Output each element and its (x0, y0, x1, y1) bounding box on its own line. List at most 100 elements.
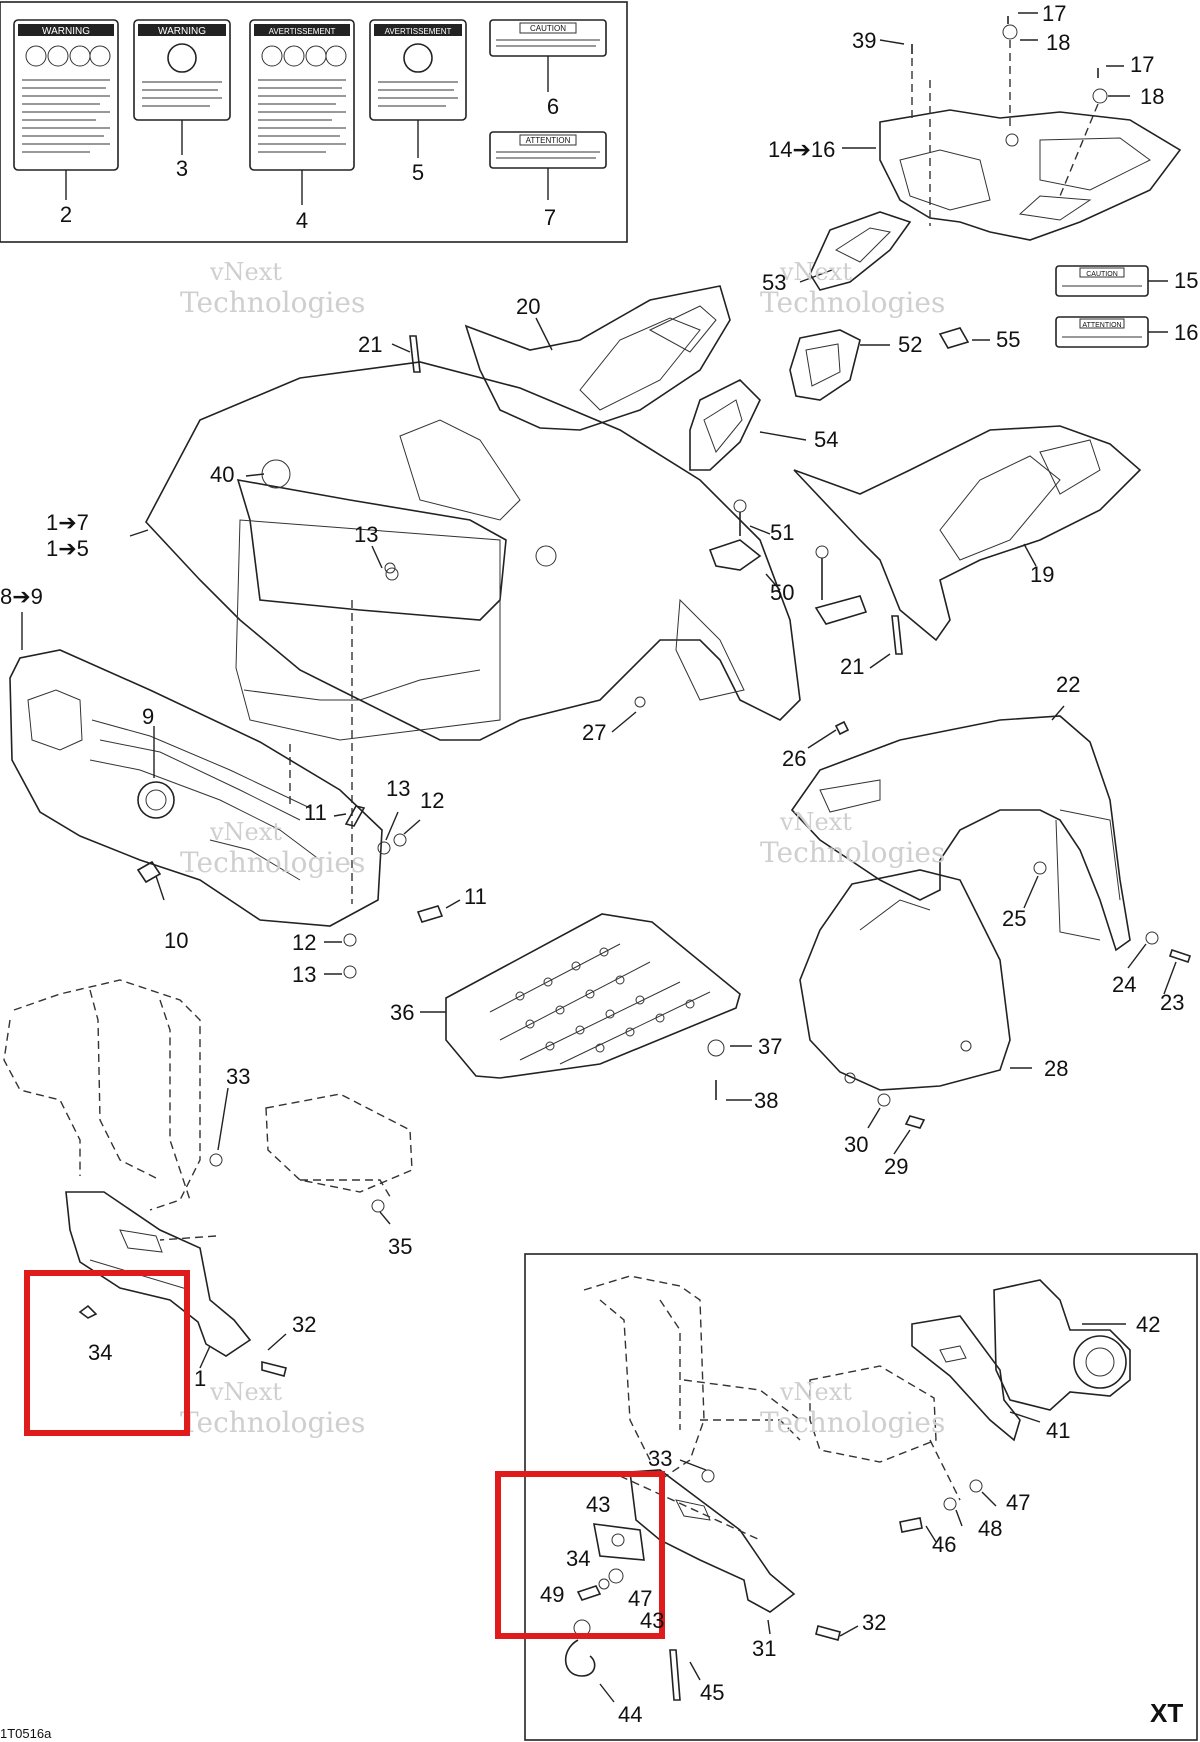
decal-6: CAUTION (489, 19, 607, 57)
callout: 33 (226, 1064, 250, 1089)
skid-plate-part (445, 913, 741, 1079)
callout: 33 (648, 1446, 672, 1471)
svg-text:vNext: vNext (779, 808, 852, 836)
callout: 13 (354, 522, 378, 547)
callout: 28 (1044, 1056, 1068, 1081)
front-body-part (145, 361, 801, 741)
callout: 32 (292, 1312, 316, 1337)
callout: 49 (540, 1582, 564, 1607)
svg-text:Technologies: Technologies (760, 836, 945, 869)
svg-text:Technologies: Technologies (180, 846, 365, 879)
callout: 1➔7 (46, 510, 89, 535)
callout: 19 (1030, 562, 1054, 587)
decal-5-heading: AVERTISSEMENT (385, 27, 452, 36)
xt-panel (524, 1253, 1198, 1741)
decal-3: WARNING (133, 19, 231, 121)
callout: 12 (420, 788, 444, 813)
callout: 29 (884, 1154, 908, 1179)
callout: 15 (1174, 268, 1198, 293)
callout: 4 (296, 208, 308, 233)
decal-15: CAUTION (1055, 265, 1168, 297)
callout: 48 (978, 1516, 1002, 1541)
front-bumper-part (9, 649, 383, 927)
decal-4: AVERTISSEMENT (249, 19, 355, 171)
callout: 22 (1056, 672, 1080, 697)
callout: 8➔9 (0, 584, 43, 609)
callout: 35 (388, 1234, 412, 1259)
callout: 25 (1002, 906, 1026, 931)
decal-5: AVERTISSEMENT (369, 19, 467, 121)
decal-3-heading: WARNING (158, 26, 206, 37)
callout: 41 (1046, 1418, 1070, 1443)
decal-7-heading: ATTENTION (526, 136, 571, 145)
callout: 2 (60, 202, 72, 227)
svg-text:vNext: vNext (779, 1378, 852, 1406)
callout: 3 (176, 156, 188, 181)
callout: 54 (814, 427, 838, 452)
callout: 36 (390, 1000, 414, 1025)
watermark: vNext Technologies vNext Technologies vN… (180, 258, 945, 1439)
front-guard-standard (3, 979, 413, 1241)
decal-2-heading: WARNING (42, 26, 90, 37)
callout: 26 (782, 746, 806, 771)
svg-text:vNext: vNext (209, 818, 282, 846)
callout: 7 (544, 205, 556, 230)
svg-text:vNext: vNext (779, 258, 852, 286)
callout: 20 (516, 294, 540, 319)
fasteners-10-13 (136, 562, 444, 979)
callout: 11 (304, 800, 327, 825)
highlight-box-34-standard (24, 1270, 190, 1436)
side-panel-53 (809, 211, 912, 291)
callout: 40 (210, 462, 234, 487)
callout: 17 (1042, 1, 1066, 26)
callout: 51 (770, 520, 794, 545)
svg-text:Technologies: Technologies (180, 286, 365, 319)
callout: 16 (1174, 320, 1198, 345)
callout: 12 (292, 930, 316, 955)
callout: 34 (566, 1546, 590, 1571)
callout: 30 (844, 1132, 868, 1157)
svg-text:vNext: vNext (209, 1378, 282, 1406)
callout: 9 (142, 704, 154, 729)
callout: 6 (547, 94, 559, 119)
bracket-54 (689, 379, 761, 471)
side-panel-20 (464, 285, 731, 431)
highlight-box-xt-34-43-47-49 (495, 1471, 665, 1639)
callout: 45 (700, 1680, 724, 1705)
decal-16-heading: ATTENTION (1082, 322, 1121, 329)
callout: 10 (164, 928, 188, 953)
callout: 39 (852, 28, 876, 53)
decal-16: ATTENTION (1055, 316, 1168, 348)
clip-55 (938, 327, 970, 349)
svg-text:Technologies: Technologies (760, 1406, 945, 1439)
decal-2: WARNING (13, 19, 119, 171)
callout: 43 (640, 1608, 664, 1633)
callout: 11 (464, 884, 487, 909)
callout: 32 (862, 1610, 886, 1635)
callout: 23 (1160, 990, 1184, 1015)
svg-text:Technologies: Technologies (180, 1406, 365, 1439)
callout: 18 (1140, 84, 1164, 109)
side-panel-19 (793, 425, 1142, 642)
decal-panel: WARNING WARNING AVERTISSEMENT AVERTISSE (0, 1, 628, 243)
svg-text:vNext: vNext (209, 258, 282, 286)
decal-4-heading: AVERTISSEMENT (269, 27, 336, 36)
decal-7: ATTENTION (489, 131, 607, 169)
svg-text:Technologies: Technologies (760, 286, 945, 319)
rear-cover-part (879, 16, 1182, 241)
callout: 13 (386, 776, 410, 801)
callout: 17 (1130, 52, 1154, 77)
variant-label: XT (1150, 1698, 1183, 1728)
decal-6-heading: CAUTION (530, 24, 566, 33)
callout: 34 (88, 1340, 112, 1365)
callout: 38 (754, 1088, 778, 1113)
callout: 1➔5 (46, 536, 89, 561)
callout: 1 (194, 1366, 206, 1391)
callout: 42 (1136, 1312, 1160, 1337)
callout: 18 (1046, 30, 1070, 55)
callout: 47 (628, 1586, 652, 1611)
callout: 44 (618, 1702, 642, 1727)
bracket-52 (789, 329, 861, 401)
fastener-51-50 (708, 499, 868, 625)
